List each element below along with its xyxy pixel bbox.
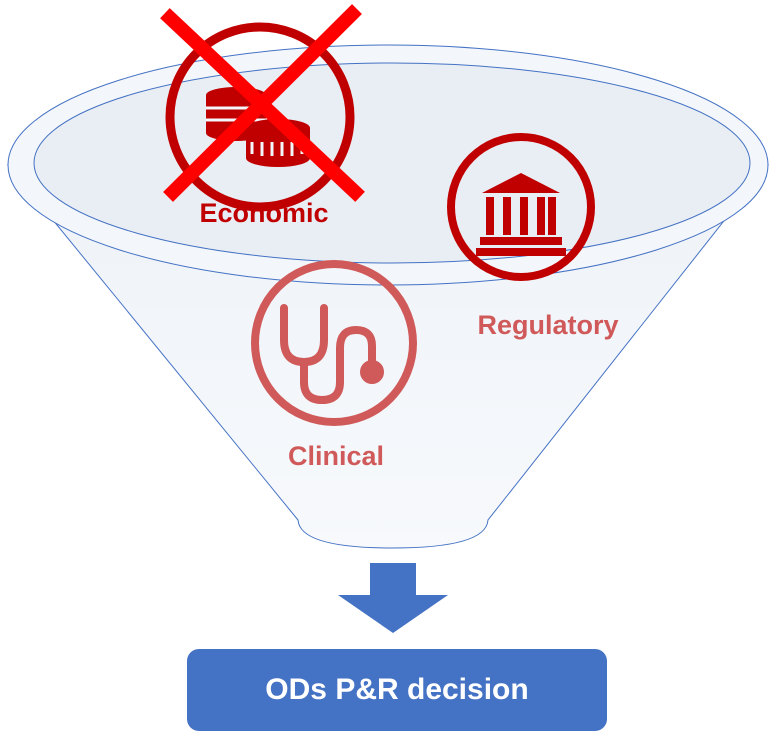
clinical-label: Clinical (288, 441, 384, 471)
down-arrow (338, 563, 448, 633)
regulatory-ring (447, 133, 595, 281)
regulatory-factor: Regulatory (447, 133, 619, 340)
regulatory-label: Regulatory (477, 310, 618, 340)
economic-label: Economic (199, 198, 328, 228)
cross-out-mark (160, 4, 365, 202)
decision-label: ODs P&R decision (265, 673, 529, 706)
bank-building-icon (476, 173, 566, 256)
clinical-ring (251, 260, 417, 426)
stethoscope-icon (280, 304, 384, 404)
economic-ring (165, 22, 355, 212)
clinical-factor: Clinical (251, 260, 417, 471)
decision-box: ODs P&R decision (187, 649, 607, 731)
funnel-rim-inner (33, 62, 751, 264)
